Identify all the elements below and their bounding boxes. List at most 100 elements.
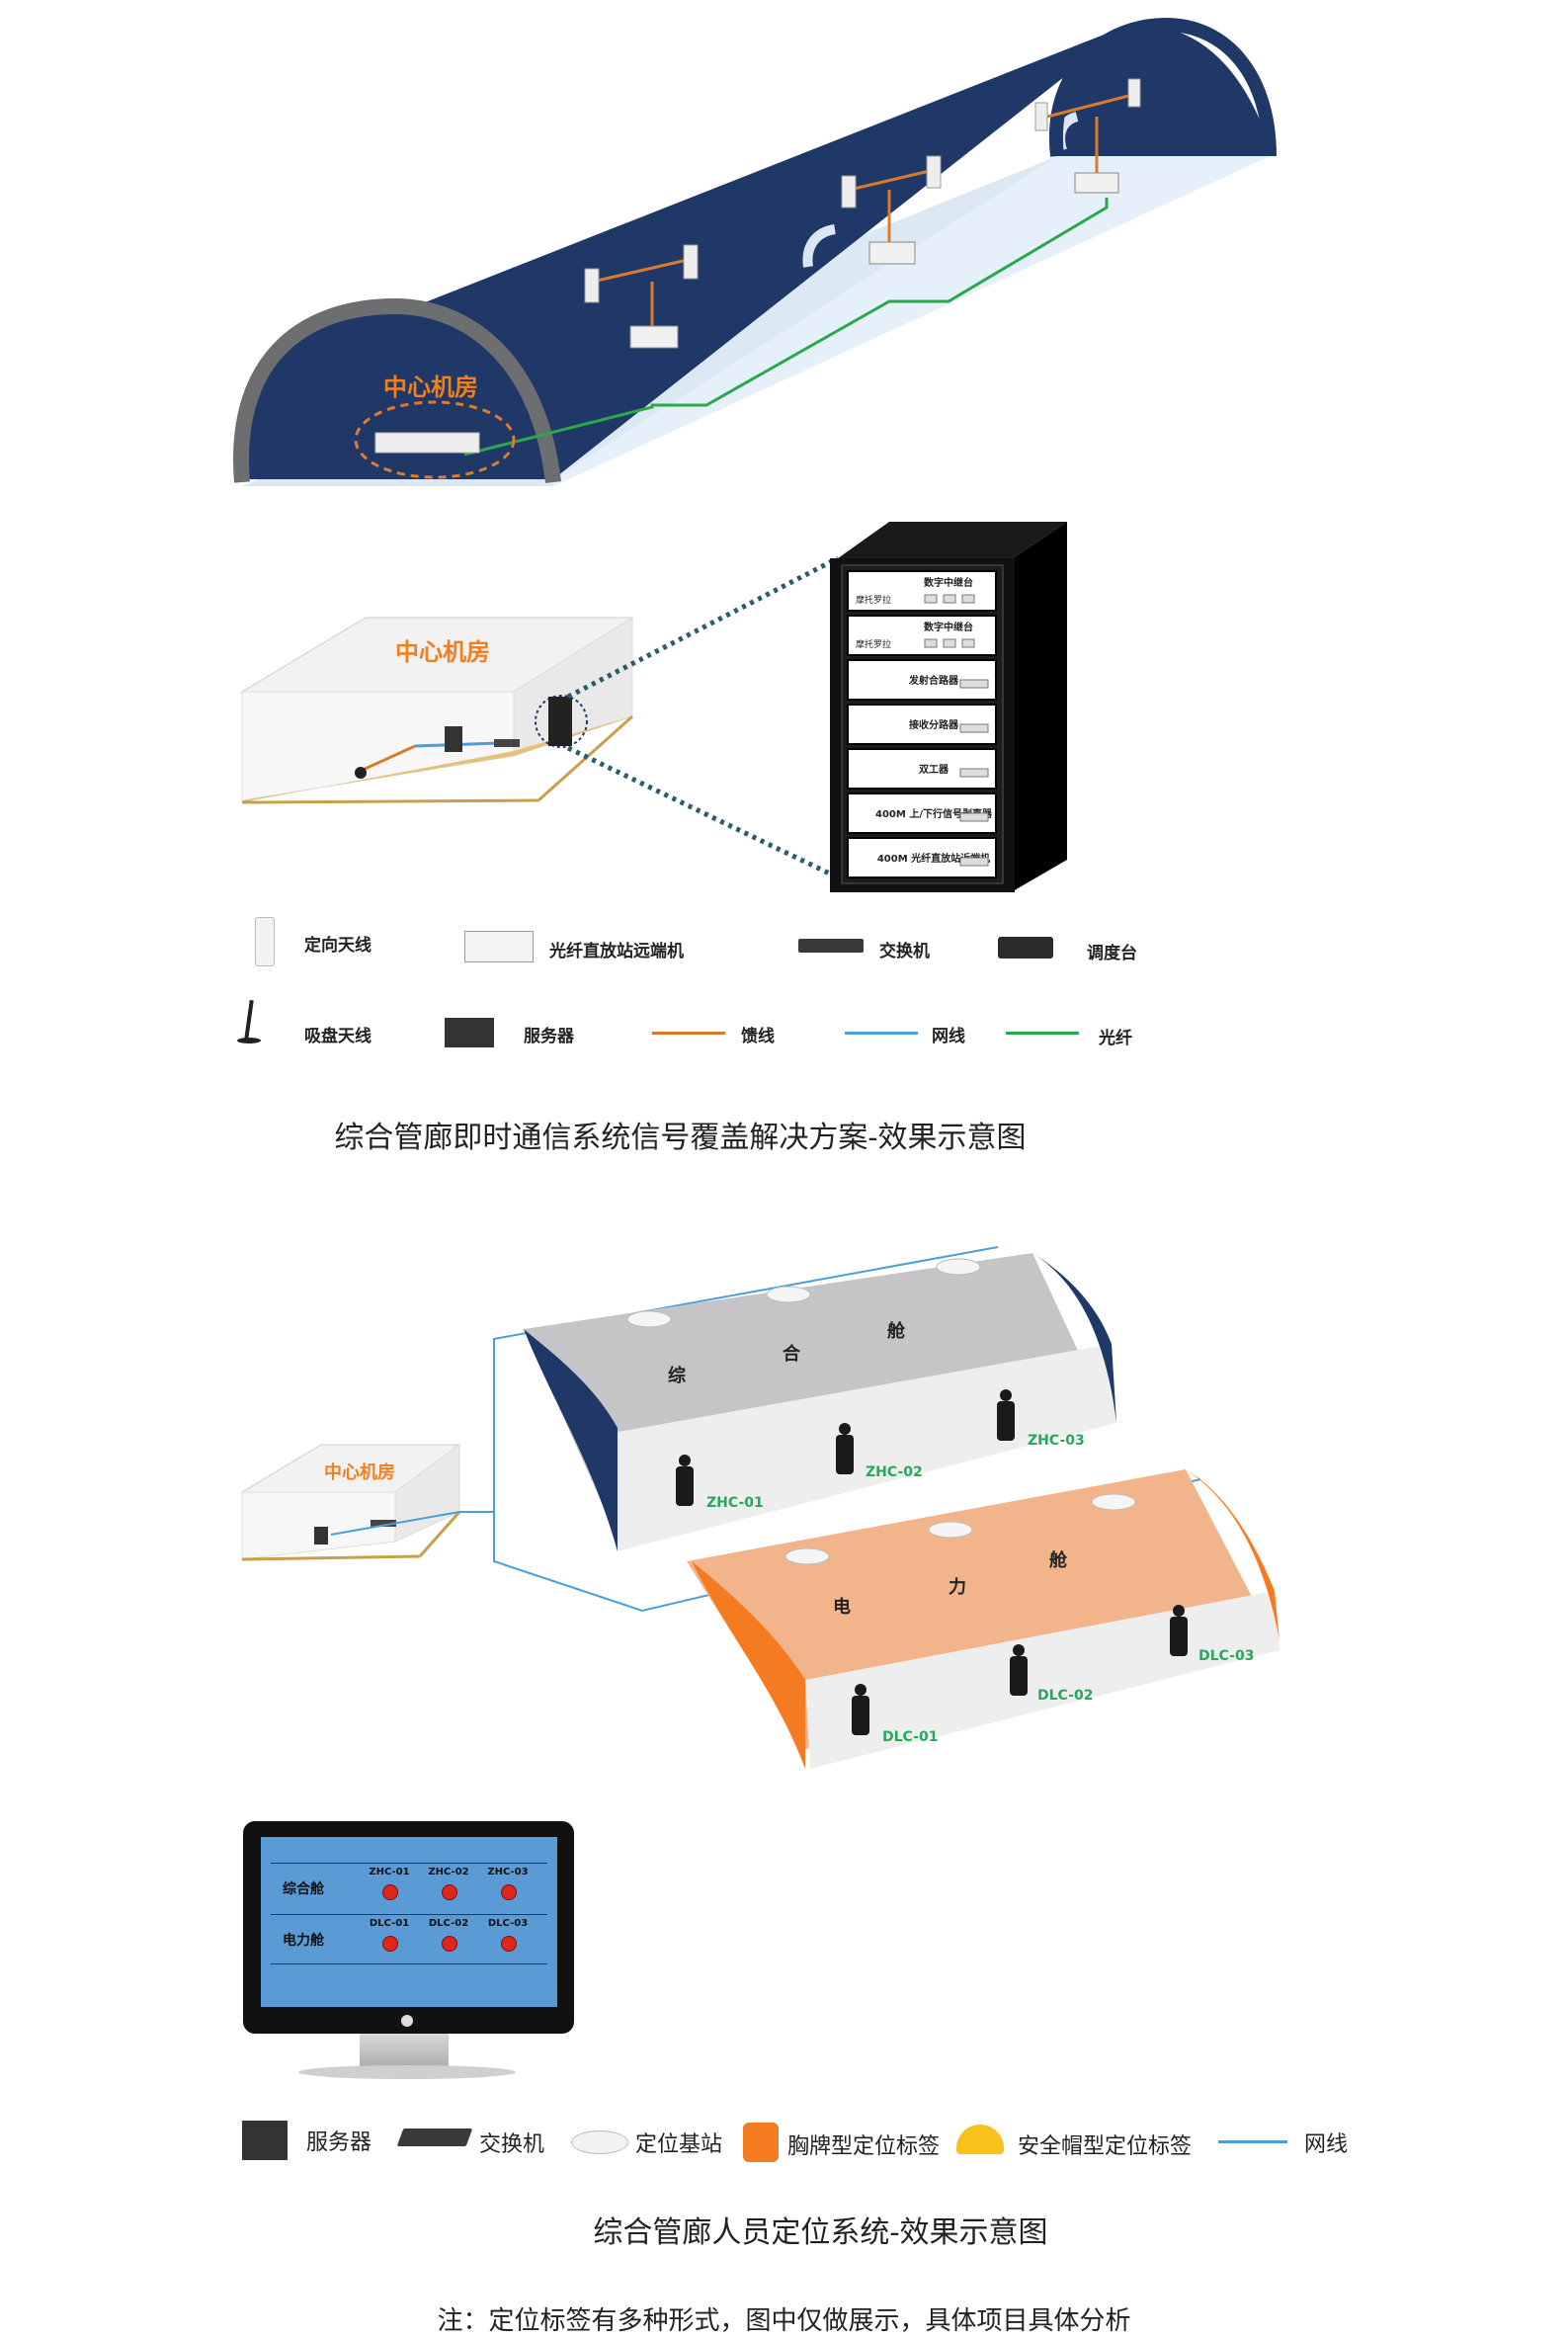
network-cable-icon: [845, 1032, 918, 1035]
tunnel-b-front: [692, 1561, 805, 1769]
positioning-base-station-icon: [626, 1310, 672, 1328]
rack-side: [1013, 522, 1067, 891]
rack-unit-button: [943, 638, 956, 648]
badge-tag-icon: [743, 2123, 779, 2162]
worker-head: [855, 1684, 867, 1696]
dispatch-console-icon: [998, 937, 1053, 959]
note: 注：定位标签有多种形式，图中仅做展示，具体项目具体分析: [437, 2306, 1131, 2336]
monitor-stand: [360, 2034, 449, 2069]
legend-label: 调度台: [1087, 944, 1137, 963]
legend-label: 吸盘天线: [304, 1027, 371, 1046]
rack-unit-button: [924, 594, 938, 604]
room-back-wall: [241, 691, 515, 801]
helmet-tag-icon: [956, 2125, 1004, 2154]
switch-icon: [371, 1520, 396, 1527]
directional-antenna-icon: [1034, 102, 1048, 131]
tunnel-wall: [553, 156, 1270, 486]
rack-unit-button: [961, 594, 975, 604]
caption-1: 综合管廊即时通信系统信号覆盖解决方案-效果示意图: [334, 1121, 1027, 1155]
worker-body: [852, 1696, 869, 1735]
tunnel-character: 综: [668, 1365, 686, 1386]
tunnel-diagram: 中心机房: [233, 17, 1277, 486]
rack-unit-indicator: [959, 679, 989, 689]
rack-unit-indicator: [959, 723, 989, 733]
tag-label: ZHC-03: [1028, 1433, 1085, 1449]
antenna-group-2: [841, 155, 942, 265]
tunnel-a-wall: [613, 1344, 1116, 1551]
monitor-status-dot: [382, 1936, 398, 1952]
rack-unit-indicator: [959, 812, 989, 822]
monitor-tag-label: DLC-03: [487, 1918, 529, 1929]
tunnel-room-label: 中心机房: [383, 374, 478, 401]
worker-body: [1170, 1617, 1188, 1656]
rack-unit-button: [961, 638, 975, 648]
fiber-repeater-remote-icon: [464, 931, 534, 962]
magnetic-antenna-icon: [244, 999, 254, 1041]
zoom-line: [566, 555, 840, 700]
caption-2: 综合管廊人员定位系统-效果示意图: [593, 2215, 1048, 2250]
tunnel-character: 合: [783, 1343, 801, 1365]
server-icon: [314, 1527, 328, 1544]
directional-antenna-icon: [841, 175, 857, 209]
monitor-row-label: 电力舱: [283, 1933, 324, 1949]
legend-label: 网线: [932, 1027, 965, 1046]
worker-body: [997, 1401, 1015, 1441]
tag-label: DLC-03: [1198, 1648, 1254, 1664]
rack-unit: [847, 615, 997, 656]
legend-label: 安全帽型定位标签: [1018, 2134, 1193, 2159]
antenna-group-1: [584, 244, 699, 349]
room2-label: 中心机房: [324, 1461, 395, 1483]
monitor-status-dot: [442, 1884, 457, 1900]
directional-antenna-icon: [683, 244, 699, 280]
monitor-base: [298, 2065, 516, 2079]
legend-label: 胸牌型定位标签: [787, 2134, 941, 2159]
worker-head: [839, 1423, 851, 1435]
tunnel-ceiling: [246, 25, 1273, 480]
legend-label: 定向天线: [304, 936, 371, 956]
room-label: 中心机房: [395, 638, 490, 666]
rack-unit-button: [924, 638, 938, 648]
tunnel-rib: [802, 224, 837, 268]
positioning-base-station-icon: [571, 2130, 628, 2154]
rack-unit-title: 双工器: [919, 764, 949, 776]
worker-head: [1013, 1644, 1025, 1656]
worker-head: [1173, 1605, 1185, 1617]
directional-antenna-icon: [255, 917, 275, 966]
magnetic-antenna-icon: [355, 767, 367, 779]
tag-label: DLC-01: [882, 1729, 938, 1745]
worker-head: [679, 1455, 691, 1466]
monitor-tag-label: DLC-02: [428, 1918, 469, 1929]
tunnel-b-wall: [805, 1591, 1279, 1769]
positioning-base-station-icon: [766, 1286, 811, 1303]
fiber-line: [463, 198, 1109, 457]
tunnel-character: 力: [949, 1577, 966, 1598]
tunnel-a-back: [1032, 1253, 1116, 1423]
room-rack-diagram: 中心机房 摩托罗拉数字中继台摩托罗拉数字中继台发射合路器接收分路器双工器400M…: [240, 522, 1067, 892]
monitor-status-dot: [382, 1884, 398, 1900]
worker-body: [676, 1466, 694, 1506]
switch-icon: [798, 939, 864, 953]
switch-icon: [494, 739, 520, 747]
rack-top: [838, 522, 1067, 558]
worker-body: [1010, 1656, 1028, 1696]
tag-label: DLC-02: [1037, 1688, 1093, 1704]
legend-label: 服务器: [306, 2130, 372, 2155]
monitor-row-label: 综合舱: [283, 1881, 324, 1897]
monitor-status-dot: [501, 1936, 517, 1952]
legend-label: 馈线: [741, 1027, 775, 1046]
worker-body: [836, 1435, 854, 1474]
fiber-line-icon: [1006, 1032, 1079, 1035]
legend-label: 交换机: [879, 942, 930, 961]
monitor-tag-label: ZHC-02: [428, 1867, 469, 1878]
center-room-equipment: [374, 432, 480, 454]
rack-unit: [847, 570, 997, 612]
fiber-repeater-remote-icon: [1074, 172, 1119, 194]
monitor-status-dot: [501, 1884, 517, 1900]
antenna-group-3: [1034, 78, 1141, 194]
rack-unit-title: 数字中继台: [924, 576, 973, 589]
rack-unit-title: 数字中继台: [924, 621, 973, 633]
worker-head: [1000, 1389, 1012, 1401]
